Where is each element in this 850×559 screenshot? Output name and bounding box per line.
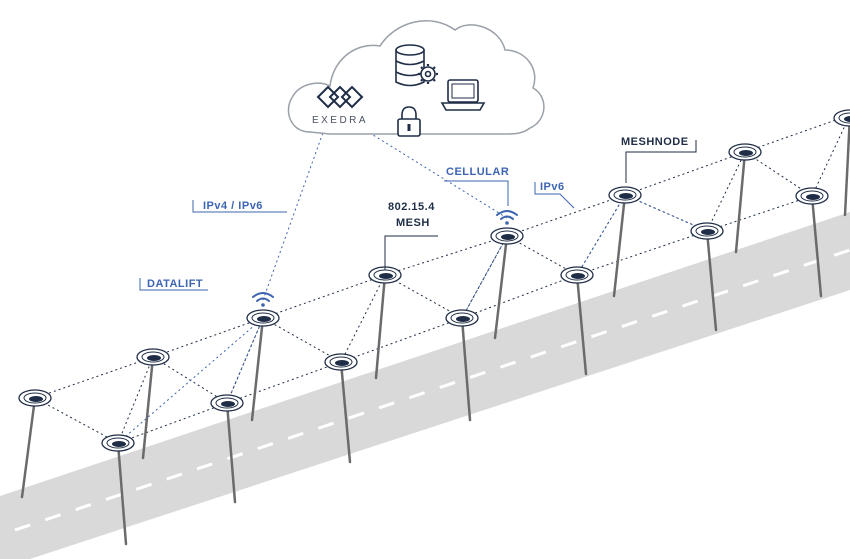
pole: [810, 194, 823, 298]
pole: [250, 316, 265, 422]
streetlight-node: [560, 266, 594, 284]
mesh-leader: [384, 235, 438, 270]
streetlight-node: [728, 143, 762, 161]
pole: [734, 150, 747, 254]
wifi-signal-icon: [496, 210, 518, 225]
ipv6-label: IPv6: [540, 181, 565, 193]
pole: [20, 396, 37, 499]
laptop-icon: [440, 79, 486, 111]
pole: [460, 316, 472, 422]
streetlight-node: [210, 394, 244, 412]
datalift-label: DATALIFT: [147, 278, 203, 290]
streetlight-node: [136, 348, 170, 366]
pole: [575, 273, 588, 376]
pole: [339, 360, 352, 464]
streetlight-node: [101, 434, 135, 452]
front-blue-link-3: [576, 194, 708, 276]
exedra-brand-text: EXEDRA: [312, 115, 368, 126]
road: [0, 212, 850, 559]
streetlight-node: [445, 309, 479, 327]
poles: [20, 113, 850, 546]
cellular-label: CELLULAR: [446, 166, 509, 178]
road-surface: [0, 212, 850, 559]
datalift-uplink: [262, 126, 326, 301]
ipv4-leader: [192, 200, 287, 213]
exedra-logo-icon: [316, 85, 364, 109]
meshnode-label: MESHNODE: [621, 136, 689, 148]
streetlight-node: [324, 353, 358, 371]
mesh-protocol-label: 802.15.4: [388, 201, 435, 213]
pole: [374, 273, 387, 380]
streetlight-node-meshnode: [608, 186, 642, 204]
streetlight-node: [690, 222, 724, 240]
mesh-label: MESH: [396, 217, 430, 229]
front-blue-link-2: [461, 235, 508, 319]
pole: [116, 441, 128, 546]
callout-leaders: [139, 140, 697, 291]
pole: [225, 401, 237, 504]
streetlight-node: [18, 389, 52, 407]
meshnode-leader: [625, 140, 697, 183]
pole: [843, 113, 850, 217]
ipv6-leader: [534, 182, 575, 209]
cellular-leader: [444, 180, 509, 206]
streetlight-node-datalift: [246, 309, 280, 327]
datalift-leader: [139, 278, 208, 291]
streetlight-node-cellular: [490, 227, 524, 245]
cloud: EXEDRA: [287, 20, 545, 137]
ipv4-ipv6-label: IPv4 / IPv6: [203, 200, 263, 212]
pole: [493, 234, 509, 340]
pole: [612, 193, 627, 298]
pole: [141, 355, 155, 460]
streetlight-node: [833, 109, 850, 127]
lock-icon: [397, 106, 421, 137]
pole: [705, 229, 718, 332]
back-row-link: [34, 114, 850, 399]
streetlight-node: [795, 187, 829, 205]
wifi-signal-icon: [252, 292, 274, 307]
database-gear-icon: [395, 44, 438, 87]
